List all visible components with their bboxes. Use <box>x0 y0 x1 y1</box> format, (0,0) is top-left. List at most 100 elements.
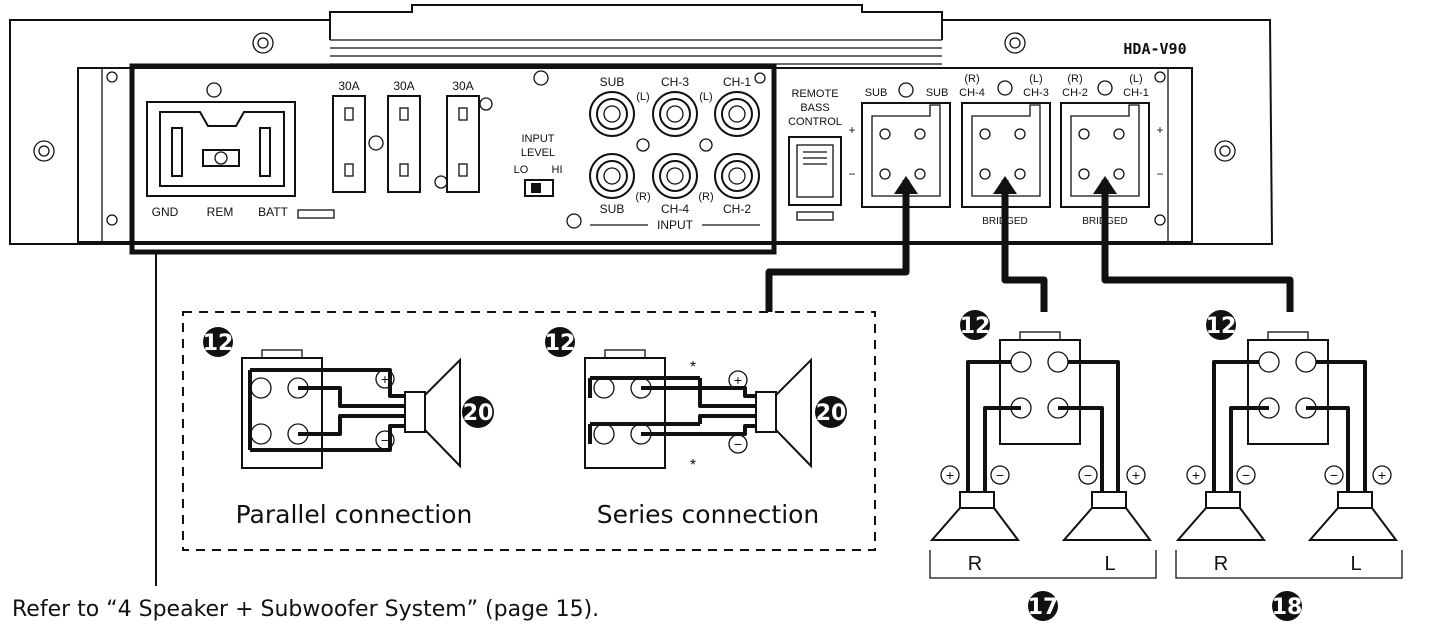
rca-mark-r-2: (R) <box>698 191 713 203</box>
input-level-lo: LO <box>514 164 529 176</box>
fuse-2-label: 30A <box>393 79 414 93</box>
rear-r-label: R <box>1214 553 1228 575</box>
front-r-plus: + <box>946 467 954 483</box>
sub-plus: + <box>848 123 855 137</box>
rca-jack-sub-bottom[interactable] <box>589 153 635 199</box>
rca-screw-2 <box>699 138 713 152</box>
rear-l-label: L <box>1350 553 1361 575</box>
mounting-screw-right <box>1214 140 1236 162</box>
rca-mark-l-1: (L) <box>636 91 649 103</box>
ch34-left: CH-4 <box>959 87 985 99</box>
rca-jack-ch4[interactable] <box>652 153 698 199</box>
remote-label-2: BASS <box>800 102 829 114</box>
corner-screws <box>106 71 1166 226</box>
batt-label: BATT <box>258 205 288 219</box>
remote-label-3: CONTROL <box>788 116 842 128</box>
rear-speaker-pair: 12 + − − + R L 18 <box>1175 310 1403 621</box>
fuse-3: 30A <box>446 79 480 193</box>
series-caption: Series connection <box>597 500 820 529</box>
rca-bottom-ch2: CH-2 <box>723 202 751 216</box>
ch12-left: CH-2 <box>1062 87 1088 99</box>
series-minus: − <box>734 436 742 452</box>
rca-input-panel: SUB CH-3 CH-1 (L) (L) (R) (R) SUB CH-4 C… <box>566 72 766 232</box>
ch12-minus: − <box>1156 167 1163 181</box>
parallel-connector-callout: 12 <box>203 331 234 356</box>
series-connector-callout: 12 <box>545 331 576 356</box>
remote-bass-control-port[interactable]: REMOTE BASS CONTROL <box>788 88 842 221</box>
front-speaker-pair: 12 + − − + R L 17 <box>929 310 1157 621</box>
parallel-caption: Parallel connection <box>236 500 473 529</box>
rem-label: REM <box>207 205 234 219</box>
fuse-screw-3 <box>434 175 448 189</box>
input-level-hi: HI <box>552 164 563 176</box>
rear-connector-callout: 12 <box>1206 314 1237 339</box>
rca-bottom-ch4: CH-4 <box>661 202 689 216</box>
sub-minus: − <box>848 167 855 181</box>
input-level-title-2: LEVEL <box>521 147 555 159</box>
input-level-switch[interactable]: INPUT LEVEL LO HI <box>514 133 563 197</box>
front-callout: 17 <box>1028 595 1059 620</box>
rca-mark-l-2: (L) <box>699 91 712 103</box>
sub-out-label-left: SUB <box>865 87 888 99</box>
panel-screw-3 <box>754 72 766 84</box>
rca-jack-ch3[interactable] <box>652 91 698 137</box>
rca-top-ch3: CH-3 <box>661 75 689 89</box>
front-l-label: L <box>1104 553 1115 575</box>
series-asterisk-bottom: * <box>690 457 696 474</box>
mounting-screw-top-right <box>1004 32 1026 54</box>
rca-input-group-label: INPUT <box>657 218 694 232</box>
series-sub-callout: 20 <box>816 401 847 426</box>
ch34-right: CH-3 <box>1023 87 1049 99</box>
cable-ch34 <box>993 176 1048 312</box>
rear-r-minus: − <box>1242 467 1250 483</box>
input-level-title-1: INPUT <box>522 133 555 145</box>
panel-screw-1 <box>533 70 549 86</box>
rear-r-plus: + <box>1192 467 1200 483</box>
front-l-plus: + <box>1132 467 1140 483</box>
cable-sub <box>765 176 918 312</box>
rca-jack-ch2[interactable] <box>714 153 760 199</box>
power-terminal-block: GND REM BATT <box>146 82 335 219</box>
ch12-plus: + <box>1156 123 1163 137</box>
rca-jack-ch1[interactable] <box>714 91 760 137</box>
parallel-plus: + <box>381 371 389 387</box>
remote-label-1: REMOTE <box>791 88 838 100</box>
fuse-3-label: 30A <box>452 79 473 93</box>
series-asterisk-top: * <box>690 359 696 376</box>
rear-l-minus: − <box>1330 467 1338 483</box>
fuse-1-label: 30A <box>338 79 359 93</box>
parallel-minus: − <box>381 432 389 448</box>
parallel-sub-callout: 20 <box>463 401 494 426</box>
rca-mark-r-1: (R) <box>635 191 650 203</box>
ch34-l: (L) <box>1029 73 1042 85</box>
gnd-label: GND <box>152 205 179 219</box>
highlight-frame <box>129 63 777 255</box>
model-label: HDA-V90 <box>1123 40 1186 58</box>
front-r-minus: − <box>996 467 1004 483</box>
rear-callout: 18 <box>1272 595 1303 620</box>
speaker-output-ch12[interactable]: (R) (L) CH-2 CH-1 BRIDGED + − <box>1060 73 1164 227</box>
rca-screw-1 <box>636 138 650 152</box>
rca-top-sub: SUB <box>600 75 625 89</box>
cable-ch12 <box>1093 176 1294 312</box>
fuse-1: 30A <box>332 79 366 193</box>
mounting-screw-top-left <box>252 32 274 54</box>
parallel-connection-diagram: 12 + − 20 Parallel connection <box>203 327 494 529</box>
fuse-2: 30A <box>387 79 421 193</box>
front-r-label: R <box>968 553 982 575</box>
series-plus: + <box>734 372 742 388</box>
sub-out-label-right: SUB <box>926 87 949 99</box>
rca-jack-sub-top[interactable] <box>589 91 635 137</box>
series-connection-diagram: 12 * * + − 20 Series connection <box>545 327 847 529</box>
fuse-screw-2 <box>479 97 493 111</box>
footer-reference-text: Refer to “4 Speaker + Subwoofer System” … <box>12 597 599 622</box>
ch34-r: (R) <box>964 73 979 85</box>
ch12-r: (R) <box>1067 73 1082 85</box>
fuse-screw-1 <box>368 135 384 151</box>
ch12-l: (L) <box>1129 73 1142 85</box>
mounting-screw-left <box>33 140 55 162</box>
rca-bottom-sub: SUB <box>600 202 625 216</box>
rear-l-plus: + <box>1378 467 1386 483</box>
front-connector-callout: 12 <box>960 314 991 339</box>
